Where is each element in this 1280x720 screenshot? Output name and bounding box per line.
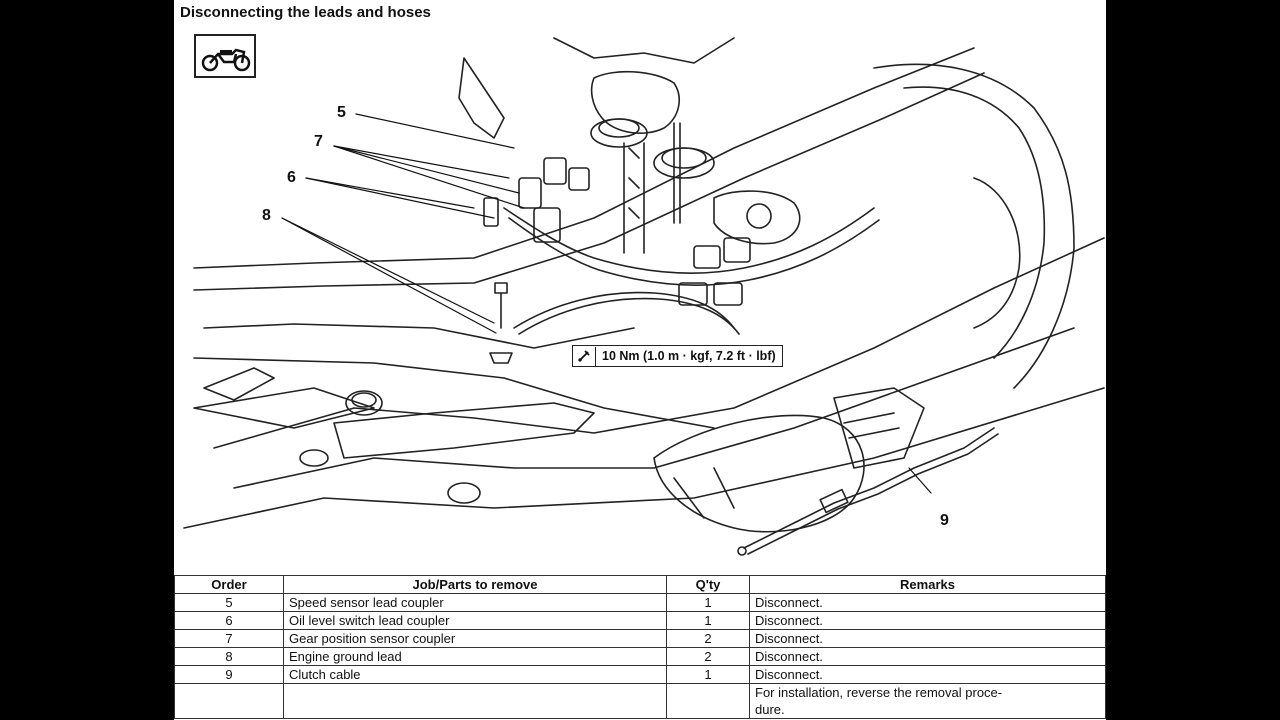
installation-note-line1: For installation, reverse the removal pr… bbox=[755, 685, 1003, 700]
section-title: Disconnecting the leads and hoses bbox=[180, 4, 431, 21]
row-order: 8 bbox=[174, 647, 284, 666]
manual-page: Disconnecting the leads and hoses bbox=[174, 0, 1106, 720]
torque-spec-box: 10 Nm (1.0 m · kgf, 7.2 ft · lbf) bbox=[572, 345, 783, 367]
row-order: 7 bbox=[174, 629, 284, 648]
row-qty: 1 bbox=[666, 593, 750, 612]
row-remarks: Disconnect. bbox=[749, 611, 1106, 630]
torque-wrench-icon bbox=[573, 346, 596, 366]
table-row: 5 Speed sensor lead coupler 1 Disconnect… bbox=[174, 593, 1106, 612]
row-remarks: Disconnect. bbox=[749, 629, 1106, 648]
table-row: 9 Clutch cable 1 Disconnect. bbox=[174, 665, 1106, 684]
row-part: Oil level switch lead coupler bbox=[283, 611, 667, 630]
note-qty-empty bbox=[666, 683, 750, 719]
row-qty: 1 bbox=[666, 665, 750, 684]
row-qty: 1 bbox=[666, 611, 750, 630]
callout-9: 9 bbox=[940, 512, 949, 529]
row-part: Gear position sensor coupler bbox=[283, 629, 667, 648]
row-order: 9 bbox=[174, 665, 284, 684]
callout-7: 7 bbox=[314, 133, 323, 150]
row-qty: 2 bbox=[666, 647, 750, 666]
row-qty: 2 bbox=[666, 629, 750, 648]
callout-6: 6 bbox=[287, 169, 296, 186]
header-qty: Q'ty bbox=[666, 575, 750, 594]
motorcycle-icon bbox=[201, 48, 251, 72]
row-remarks: Disconnect. bbox=[749, 593, 1106, 612]
table-row: 6 Oil level switch lead coupler 1 Discon… bbox=[174, 611, 1106, 630]
parts-table: Order Job/Parts to remove Q'ty Remarks 5… bbox=[174, 575, 1106, 719]
callout-8: 8 bbox=[262, 207, 271, 224]
row-remarks: Disconnect. bbox=[749, 665, 1106, 684]
header-job-parts: Job/Parts to remove bbox=[283, 575, 667, 594]
motorcycle-icon-box bbox=[194, 34, 256, 78]
table-row: 7 Gear position sensor coupler 2 Disconn… bbox=[174, 629, 1106, 648]
callout-5: 5 bbox=[337, 104, 346, 121]
row-part: Clutch cable bbox=[283, 665, 667, 684]
row-order: 5 bbox=[174, 593, 284, 612]
table-row: 8 Engine ground lead 2 Disconnect. bbox=[174, 647, 1106, 666]
header-order: Order bbox=[174, 575, 284, 594]
row-part: Speed sensor lead coupler bbox=[283, 593, 667, 612]
torque-spec-value: 10 Nm (1.0 m · kgf, 7.2 ft · lbf) bbox=[602, 349, 776, 363]
note-order-empty bbox=[174, 683, 284, 719]
header-remarks: Remarks bbox=[749, 575, 1106, 594]
row-remarks: Disconnect. bbox=[749, 647, 1106, 666]
row-order: 6 bbox=[174, 611, 284, 630]
installation-note-line2: dure. bbox=[755, 702, 785, 717]
note-part-empty bbox=[283, 683, 667, 719]
engine-illustration bbox=[183, 37, 1105, 556]
row-part: Engine ground lead bbox=[283, 647, 667, 666]
table-row-note: For installation, reverse the removal pr… bbox=[174, 683, 1106, 719]
installation-note: For installation, reverse the removal pr… bbox=[749, 683, 1106, 719]
